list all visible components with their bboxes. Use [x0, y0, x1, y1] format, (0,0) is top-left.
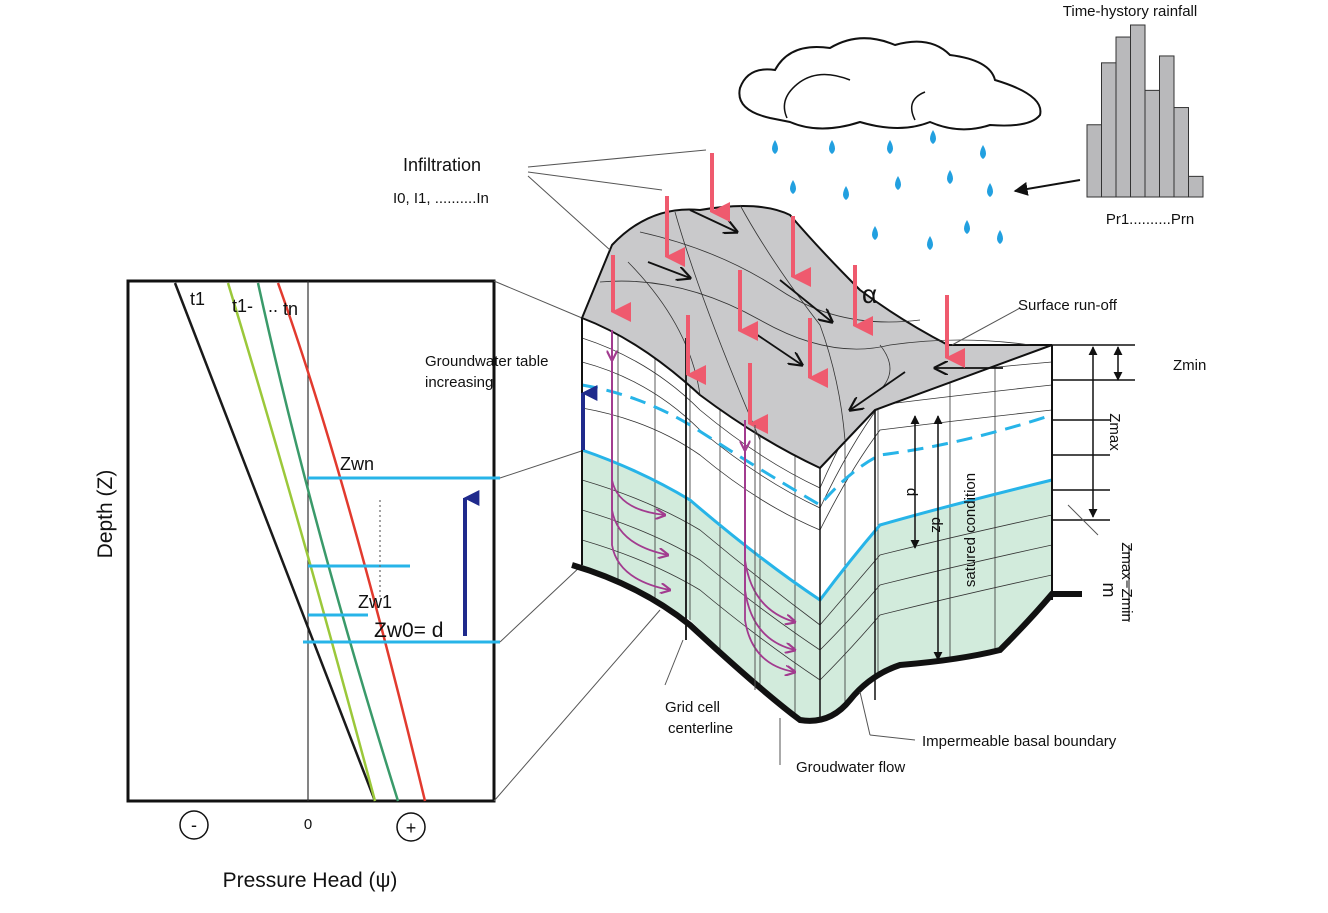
rainfall-bar	[1130, 24, 1146, 198]
depth-dimensions	[910, 344, 1135, 661]
zmax-label: Zmax	[1106, 413, 1123, 451]
grid-cell-label-1: Grid cell	[665, 699, 720, 716]
pressure-profile-plot: t1 t1- .. tn Zwn Zw1 Zw0= d - 0 + Pressu…	[94, 279, 500, 892]
grid-cell-label-2: centerline	[668, 720, 733, 737]
curve-label-t1: t1	[190, 289, 205, 309]
leader-lines	[527, 149, 1099, 765]
groundwater-flow-lines	[612, 330, 795, 672]
zmax-zmin-top-label: Zmax−Zmin	[1118, 542, 1135, 622]
raindrops	[772, 130, 1003, 250]
slope-block	[571, 153, 1135, 724]
plot-frame	[126, 279, 496, 803]
rainfall-bar	[1086, 124, 1102, 198]
infiltration-arrows	[611, 153, 965, 434]
plus-tick-circle	[396, 812, 426, 842]
level-label-zw0: Zw0= d	[374, 619, 443, 642]
curve-t1	[173, 282, 377, 802]
surface-runoff-label: Surface run-off	[1018, 297, 1118, 314]
rainfall-bar	[1173, 107, 1189, 198]
rainfall-bar	[1144, 89, 1160, 198]
minus-tick-circle	[179, 810, 209, 840]
basal-boundary	[571, 562, 1082, 724]
x-axis-label: Pressure Head (ψ)	[223, 869, 398, 892]
basal-boundary-label: Impermeable basal boundary	[922, 733, 1117, 750]
cloud-icon	[738, 37, 1042, 131]
rainfall-range-label: Pr1..........Prn	[1106, 211, 1194, 228]
rain-to-cloud-arrow	[1013, 179, 1081, 196]
d-label: d	[903, 488, 920, 496]
water-table-upper	[581, 383, 1053, 507]
infiltration-label: Infiltration	[403, 155, 481, 175]
infiltration-series-label: I0, I1, ..........In	[393, 190, 489, 207]
zmax-zmin-bottom-label: m	[1099, 583, 1119, 598]
curve-label-tn: tn	[283, 299, 298, 319]
curve-label-t1-: t1-	[232, 296, 253, 316]
slope-angle-label: α	[862, 279, 877, 309]
rainfall-bar	[1188, 175, 1204, 198]
zmin-label: Zmin	[1173, 357, 1206, 374]
level-label-zwn: Zwn	[340, 454, 374, 474]
rainfall-histogram	[1086, 24, 1204, 198]
curve-green	[256, 282, 400, 802]
rainfall-bar	[1101, 62, 1117, 198]
curve-gap-dots: ..	[268, 296, 278, 316]
gw-table-label-2: increasing	[425, 374, 493, 391]
curve-lime	[226, 282, 377, 802]
gw-table-label-1: Groundwater table	[425, 353, 548, 370]
rainfall-bar	[1115, 36, 1131, 198]
x-tick-plus: +	[406, 818, 417, 838]
rainfall-title: Time-hystory rainfall	[1063, 3, 1197, 20]
groundwater-flow-label: Groudwater flow	[796, 759, 905, 776]
x-tick-minus: -	[191, 815, 197, 835]
dz-label: dz	[928, 517, 945, 533]
rainfall-bar	[1159, 55, 1175, 198]
y-axis-label: Depth (Z)	[94, 470, 117, 559]
satured-condition-label: satured condition	[962, 473, 979, 587]
x-tick-zero: 0	[304, 816, 312, 833]
level-label-zw1: Zw1	[358, 592, 392, 612]
curve-red	[276, 282, 427, 802]
